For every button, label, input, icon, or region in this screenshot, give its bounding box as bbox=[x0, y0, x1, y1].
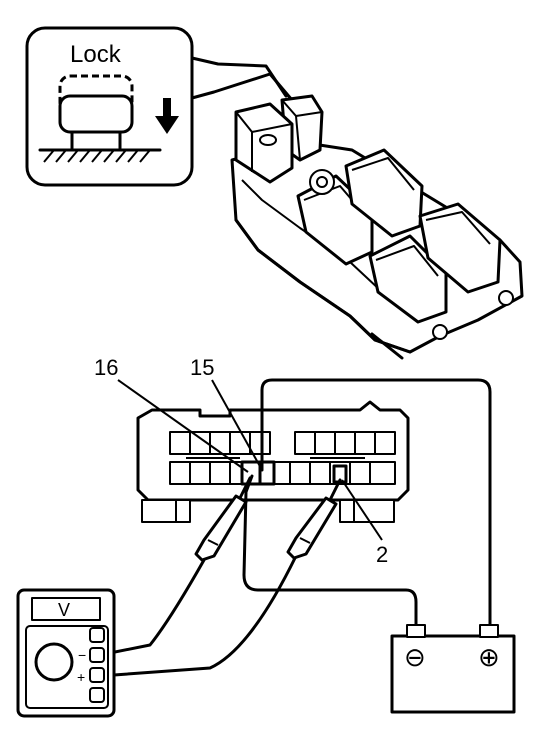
wire-to-battery-positive bbox=[260, 378, 492, 627]
pin-label-2: 2 bbox=[376, 542, 388, 567]
window-button-4 bbox=[418, 202, 502, 294]
mount-hole bbox=[498, 290, 514, 306]
battery-plus-terminal: ⊕ bbox=[478, 642, 500, 672]
battery-minus-terminal: ⊖ bbox=[404, 642, 426, 672]
leader-15 bbox=[211, 379, 263, 471]
leader-16 bbox=[117, 379, 249, 473]
probe-cable-black bbox=[98, 558, 206, 657]
voltmeter-dial bbox=[34, 642, 74, 682]
connector-pin-row-bottom bbox=[169, 461, 396, 485]
mount-hole bbox=[432, 324, 448, 340]
battery-body bbox=[390, 634, 516, 714]
window-switch-assembly bbox=[230, 94, 524, 360]
pin-label-16: 16 bbox=[94, 355, 118, 380]
battery: ⊖ ⊕ bbox=[390, 624, 516, 714]
callout-leader bbox=[190, 56, 294, 102]
switch-connector bbox=[136, 400, 410, 523]
voltmeter: V − + bbox=[16, 588, 116, 718]
probe-cable-red bbox=[98, 554, 298, 678]
probe-black bbox=[194, 476, 252, 562]
meter-minus-sign: − bbox=[78, 647, 86, 663]
meter-jack-negative bbox=[89, 647, 105, 663]
battery-post-negative bbox=[406, 624, 426, 638]
wire-to-battery-negative bbox=[242, 474, 418, 627]
meter-plus-sign: + bbox=[77, 669, 85, 685]
wires bbox=[98, 378, 492, 678]
arrow-down-icon bbox=[155, 98, 179, 134]
voltmeter-display bbox=[31, 597, 101, 621]
lock-callout: Lock bbox=[25, 26, 194, 187]
probe-red bbox=[286, 478, 342, 560]
meter-jack bbox=[89, 627, 105, 643]
button-outline-solid bbox=[58, 94, 134, 134]
battery-post-positive bbox=[479, 624, 499, 638]
meter-jack bbox=[89, 687, 105, 703]
pin-label-15: 15 bbox=[190, 355, 214, 380]
window-button-2 bbox=[344, 148, 424, 238]
meter-jack-positive bbox=[89, 667, 105, 683]
lock-label: Lock bbox=[70, 41, 122, 68]
ground-hatch bbox=[38, 148, 162, 163]
leader-2 bbox=[341, 479, 383, 541]
voltmeter-label: V bbox=[58, 600, 70, 620]
